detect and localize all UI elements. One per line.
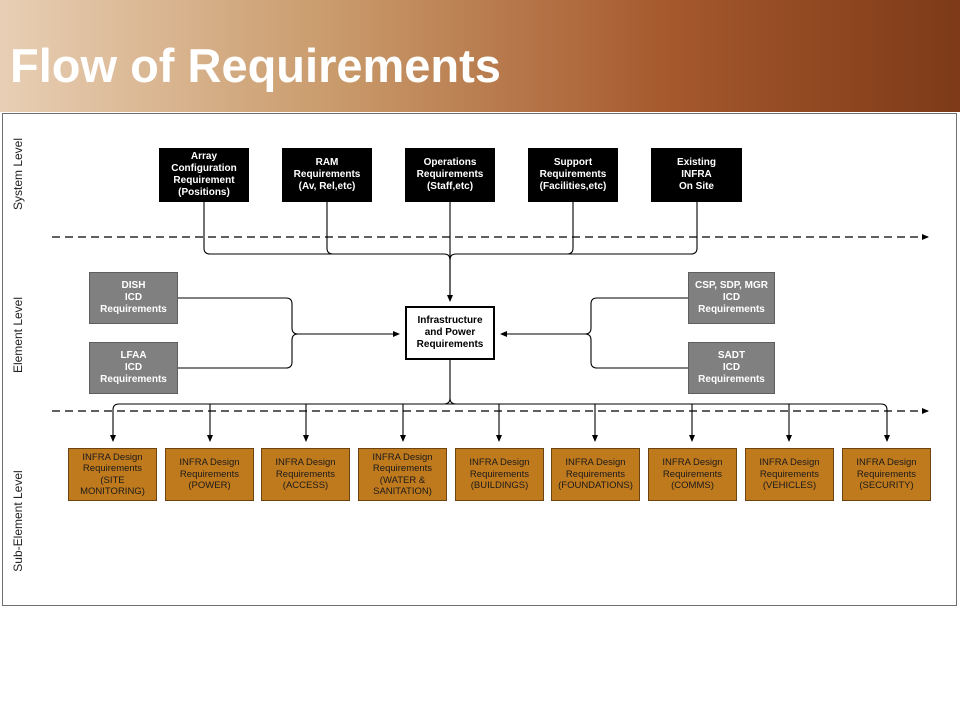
sub-box-access: INFRA Design Requirements (ACCESS)	[261, 448, 350, 501]
system-box-operations: Operations Requirements (Staff,etc)	[405, 148, 495, 202]
diagram-frame	[2, 113, 957, 606]
system-box-existing-infra: Existing INFRA On Site	[651, 148, 742, 202]
connector-system-4	[566, 202, 574, 255]
element-box-dish-icd: DISH ICD Requirements	[89, 272, 178, 324]
center-box-infrastructure-power: Infrastructure and Power Requirements	[405, 306, 495, 360]
connector-system-1	[203, 202, 451, 261]
connector-lfaa	[178, 333, 299, 369]
sub-box-power: INFRA Design Requirements (POWER)	[165, 448, 254, 501]
system-box-support: Support Requirements (Facilities,etc)	[528, 148, 618, 202]
connector-distribution	[119, 403, 890, 442]
connector-dish	[178, 297, 400, 337]
element-box-lfaa-icd: LFAA ICD Requirements	[89, 342, 178, 394]
system-box-array-configuration: Array Configuration Requirement (Positio…	[159, 148, 249, 202]
element-box-csp-sdp-mgr-icd: CSP, SDP, MGR ICD Requirements	[688, 272, 775, 324]
connector-center-split	[443, 397, 451, 405]
connector-center-down	[449, 360, 457, 405]
sub-box-vehicles: INFRA Design Requirements (VEHICLES)	[745, 448, 834, 501]
connector-sadt	[584, 333, 688, 369]
sub-box-buildings: INFRA Design Requirements (BUILDINGS)	[455, 448, 544, 501]
connector-system-2	[326, 202, 334, 255]
connector-csp	[500, 297, 688, 337]
sub-box-site-monitoring: INFRA Design Requirements (SITE MONITORI…	[68, 448, 157, 501]
sub-box-water-sanitation: INFRA Design Requirements (WATER & SANIT…	[358, 448, 447, 501]
system-box-ram: RAM Requirements (Av, Rel,etc)	[282, 148, 372, 202]
slide-title: Flow of Requirements	[10, 39, 501, 92]
sub-box-foundations: INFRA Design Requirements (FOUNDATIONS)	[551, 448, 640, 501]
sub-box-security: INFRA Design Requirements (SECURITY)	[842, 448, 931, 501]
connector-system-5	[449, 202, 698, 261]
sub-box-comms: INFRA Design Requirements (COMMS)	[648, 448, 737, 501]
title-banner: Flow of Requirements	[0, 0, 960, 112]
connector-sub-1	[110, 403, 120, 442]
element-box-sadt-icd: SADT ICD Requirements	[688, 342, 775, 394]
